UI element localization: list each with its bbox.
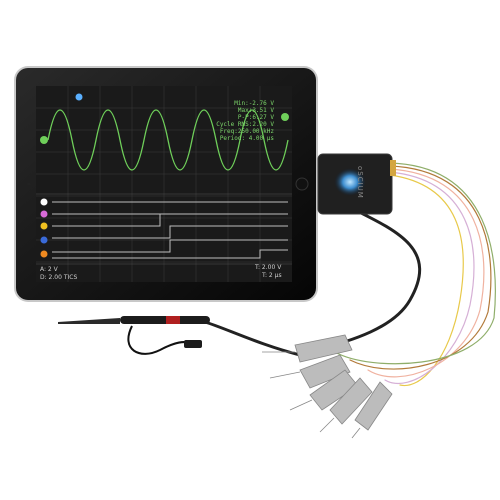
timebase[interactable]: T: 2 µs	[262, 272, 282, 279]
logic-clips	[262, 334, 393, 439]
channel-a-marker-icon[interactable]	[40, 136, 48, 144]
channel-marker-white[interactable]	[40, 198, 48, 206]
channel-marker-blue[interactable]	[40, 236, 48, 244]
readout-freq: Freq:250.00 kHz	[219, 128, 274, 135]
trigger-level[interactable]: T: 2.00 V	[255, 264, 282, 271]
channel-marker-magenta[interactable]	[40, 210, 48, 218]
readout-pp: P-P:6.27 V	[237, 114, 274, 121]
channel-a-scale[interactable]: A: 2 V	[40, 266, 58, 273]
analog-trace	[47, 109, 289, 171]
oscium-dongle	[317, 153, 396, 215]
analog-probe	[58, 316, 210, 355]
grid	[36, 86, 292, 282]
digital-scale[interactable]: D: 2.00 TICS	[40, 274, 78, 281]
channel-marker-yellow[interactable]	[40, 222, 48, 230]
bluetooth-glow-icon	[334, 168, 366, 196]
readout-period: Period: 4.00 µs	[219, 135, 274, 142]
trigger-marker-icon[interactable]	[75, 93, 83, 101]
scope-screen	[36, 86, 292, 282]
home-button[interactable]	[295, 177, 309, 191]
digital-traces	[36, 193, 292, 265]
front-camera	[27, 182, 31, 186]
readout-cycle-rms: Cycle RMS:2.20 V	[216, 121, 274, 128]
channel-marker-orange[interactable]	[40, 250, 48, 258]
readout-max: Max:3.51 V	[237, 107, 274, 114]
dongle-brand-label: oSCIUM	[356, 166, 364, 199]
cursor-handle-icon[interactable]	[281, 113, 289, 121]
readout-min: Min:-2.76 V	[234, 100, 274, 107]
